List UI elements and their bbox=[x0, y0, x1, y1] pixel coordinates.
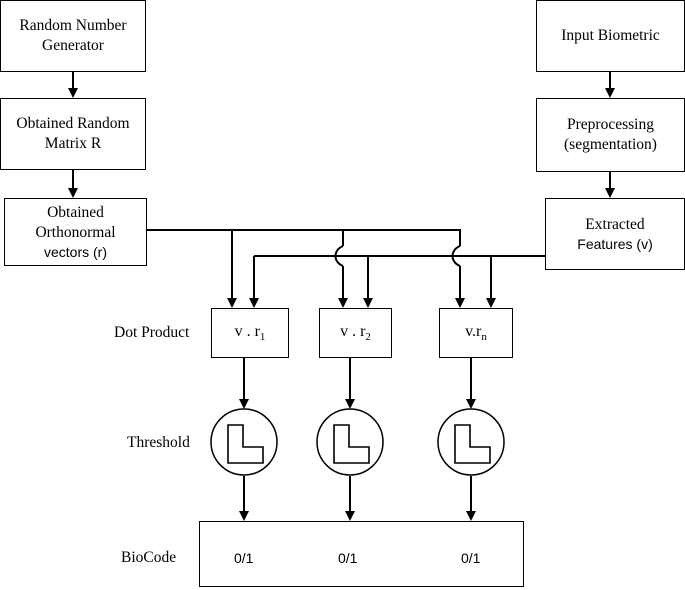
biocode-label: BioCode bbox=[121, 549, 177, 566]
threshold-circle-2 bbox=[316, 408, 384, 476]
ortho-line-2: Orthonormal bbox=[35, 223, 116, 241]
preprocessing-box: Preprocessing (segmentation) bbox=[536, 98, 685, 172]
step-function-icon bbox=[333, 424, 370, 464]
threshold-circle-n bbox=[437, 408, 505, 476]
dot-product-n-sub: n bbox=[481, 330, 487, 343]
matrix-line-1: Obtained Random bbox=[16, 114, 130, 132]
ortho-line-1: Obtained bbox=[47, 203, 104, 221]
feat-line-2: Features (v) bbox=[577, 235, 653, 252]
dot-product-n-base: v.r bbox=[465, 322, 482, 340]
dot-product-2-base: v . r bbox=[340, 322, 366, 340]
rng-line-2: Generator bbox=[42, 37, 104, 54]
dot-product-box-1: v . r1 bbox=[211, 308, 289, 358]
rng-line-1: Random Number bbox=[19, 16, 127, 34]
dot-product-box-2: v . r2 bbox=[319, 308, 392, 358]
dot-product-label: Dot Product bbox=[114, 324, 190, 341]
biocode-bit-1: 0/1 bbox=[234, 550, 254, 566]
dot-product-2-text: v . r2 bbox=[340, 322, 371, 344]
dot-product-1-sub: 1 bbox=[259, 330, 266, 343]
dot-product-2-sub: 2 bbox=[365, 330, 371, 343]
dot-product-n-text: v.rn bbox=[465, 322, 487, 344]
input-biometric-box: Input Biometric bbox=[536, 0, 685, 72]
biocode-bit-n: 0/1 bbox=[461, 550, 481, 566]
biocode-bit-2: 0/1 bbox=[338, 550, 358, 566]
threshold-label: Threshold bbox=[127, 434, 190, 451]
matrix-line-2: Matrix R bbox=[44, 135, 102, 152]
r-bus-line bbox=[147, 229, 461, 246]
dot-product-1-base: v . r bbox=[234, 322, 260, 340]
feat-line-1: Extracted bbox=[585, 215, 645, 233]
step-function-icon bbox=[227, 424, 264, 464]
step-function-icon bbox=[454, 424, 491, 464]
dot-product-box-n: v.rn bbox=[439, 308, 513, 358]
prep-line-1: Preprocessing bbox=[567, 115, 654, 133]
prep-line-2: (segmentation) bbox=[564, 136, 657, 153]
dot-product-1-text: v . r1 bbox=[235, 322, 266, 344]
input-line-1: Input Biometric bbox=[561, 26, 660, 44]
threshold-circle-1 bbox=[210, 408, 278, 476]
ortho-line-3: vectors (r) bbox=[43, 244, 107, 261]
biocode-box bbox=[199, 521, 524, 587]
